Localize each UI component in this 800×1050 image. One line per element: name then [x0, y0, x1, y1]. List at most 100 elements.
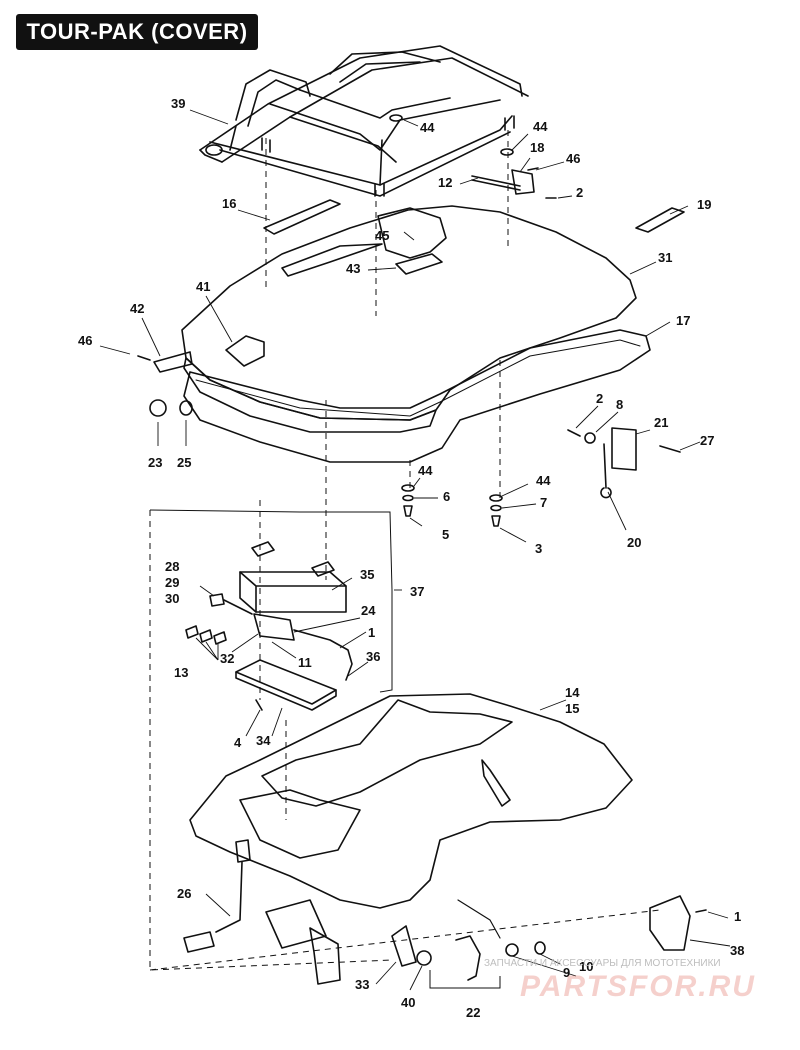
callout-24: 24 — [361, 603, 376, 618]
bracket-26 — [309, 927, 341, 985]
callout-4: 4 — [234, 735, 242, 750]
callout-16: 16 — [222, 196, 237, 211]
callout-6: 6 — [443, 489, 451, 504]
lid-latch-45 — [377, 207, 447, 259]
callout-44b: 44 — [533, 119, 548, 134]
guide-lines — [149, 130, 661, 971]
callout-11: 11 — [298, 655, 312, 670]
callout-30: 30 — [165, 591, 180, 606]
washer-44a — [389, 114, 403, 122]
callout-45: 45 — [375, 228, 390, 243]
callout-33: 33 — [355, 977, 370, 992]
callout-7: 7 — [540, 495, 548, 510]
watermark-top-text: ЗАПЧАСТИ И АКСЕССУАРЫ ДЛЯ МОТОТЕХНИКИ — [484, 958, 721, 969]
harness-26 — [215, 861, 243, 933]
handle-41 — [225, 335, 265, 367]
washer-6 — [402, 494, 414, 502]
washer-44d — [489, 494, 503, 502]
connector-26 — [235, 839, 251, 863]
cable-20 — [600, 443, 612, 499]
callout-2a: 2 — [576, 185, 584, 200]
nut-10 — [534, 941, 546, 955]
callout-8: 8 — [616, 397, 624, 412]
callout-1b: 1 — [734, 909, 742, 924]
leader-lines — [99, 109, 731, 991]
callout-37: 37 — [410, 584, 425, 599]
callout-23: 23 — [148, 455, 163, 470]
callout-34: 34 — [256, 733, 271, 748]
callout-28: 28 — [165, 559, 180, 574]
callout-46a: 46 — [566, 151, 581, 166]
callout-44a: 44 — [420, 120, 435, 135]
hinge-42 — [153, 351, 193, 373]
callout-2b: 2 — [596, 391, 604, 406]
callout-46b: 46 — [78, 333, 93, 348]
callout-25: 25 — [177, 455, 192, 470]
pin-27 — [659, 445, 681, 453]
callout-31: 31 — [658, 250, 673, 265]
callout-29: 29 — [165, 575, 180, 590]
watermark-brand: PARTSFOR.RU — [520, 970, 756, 1003]
module-26 — [265, 899, 327, 949]
callout-1a: 1 — [368, 625, 376, 640]
callout-35: 35 — [360, 567, 375, 582]
screw-46b — [137, 355, 151, 361]
washer-7 — [490, 504, 502, 512]
washer-25 — [179, 400, 193, 416]
bushing-40 — [416, 950, 432, 966]
callout-21: 21 — [654, 415, 669, 430]
callout-44d: 44 — [536, 473, 551, 488]
diagram-title: TOUR-PAK (COVER) — [16, 14, 258, 50]
washer-8 — [584, 432, 596, 444]
latch-23 — [149, 399, 167, 417]
callout-20: 20 — [627, 535, 642, 550]
callout-3: 3 — [535, 541, 543, 556]
callout-38: 38 — [730, 943, 745, 958]
bracket-21 — [611, 427, 637, 471]
callout-15: 15 — [565, 701, 580, 716]
tourpak-lid — [181, 205, 637, 433]
callout-43: 43 — [346, 261, 361, 276]
connector-28 — [209, 593, 225, 607]
screw-2b — [567, 429, 581, 437]
washer-9 — [505, 943, 519, 957]
seal-17 — [183, 329, 651, 463]
bracket-33 — [391, 925, 417, 967]
screw-46a — [527, 167, 539, 171]
washer-44c — [401, 484, 415, 492]
callout-42: 42 — [130, 301, 145, 316]
bracket-37-lines — [149, 509, 501, 989]
callout-36: 36 — [366, 649, 381, 664]
luggage-rack — [199, 45, 529, 197]
screw-5 — [403, 505, 413, 517]
callout-32: 32 — [220, 651, 235, 666]
callout-13: 13 — [174, 665, 189, 680]
callout-9: 9 — [563, 965, 571, 980]
decal-16 — [263, 199, 341, 235]
callout-44c: 44 — [418, 463, 433, 478]
bracket-18 — [511, 169, 535, 195]
callout-27: 27 — [700, 433, 715, 448]
actuator-24 — [253, 613, 295, 641]
screw-1b — [695, 909, 707, 913]
screw-3 — [491, 515, 501, 527]
callout-19: 19 — [697, 197, 712, 212]
callout-18: 18 — [530, 140, 545, 155]
latch-cover-38 — [649, 895, 691, 951]
callout-40: 40 — [401, 995, 416, 1010]
pad-19 — [635, 207, 685, 233]
callout-10: 10 — [579, 959, 594, 974]
callout-14: 14 — [565, 685, 580, 700]
callout-12: 12 — [438, 175, 453, 190]
callout-39: 39 — [171, 96, 186, 111]
callout-22: 22 — [466, 1005, 481, 1020]
latch-22 — [455, 935, 481, 981]
washer-44b — [500, 148, 514, 156]
plate-34 — [235, 659, 337, 705]
liner-14-15 — [189, 693, 633, 909]
bolt-12 — [471, 175, 521, 191]
callout-26: 26 — [177, 886, 192, 901]
callout-41: 41 — [196, 279, 211, 294]
